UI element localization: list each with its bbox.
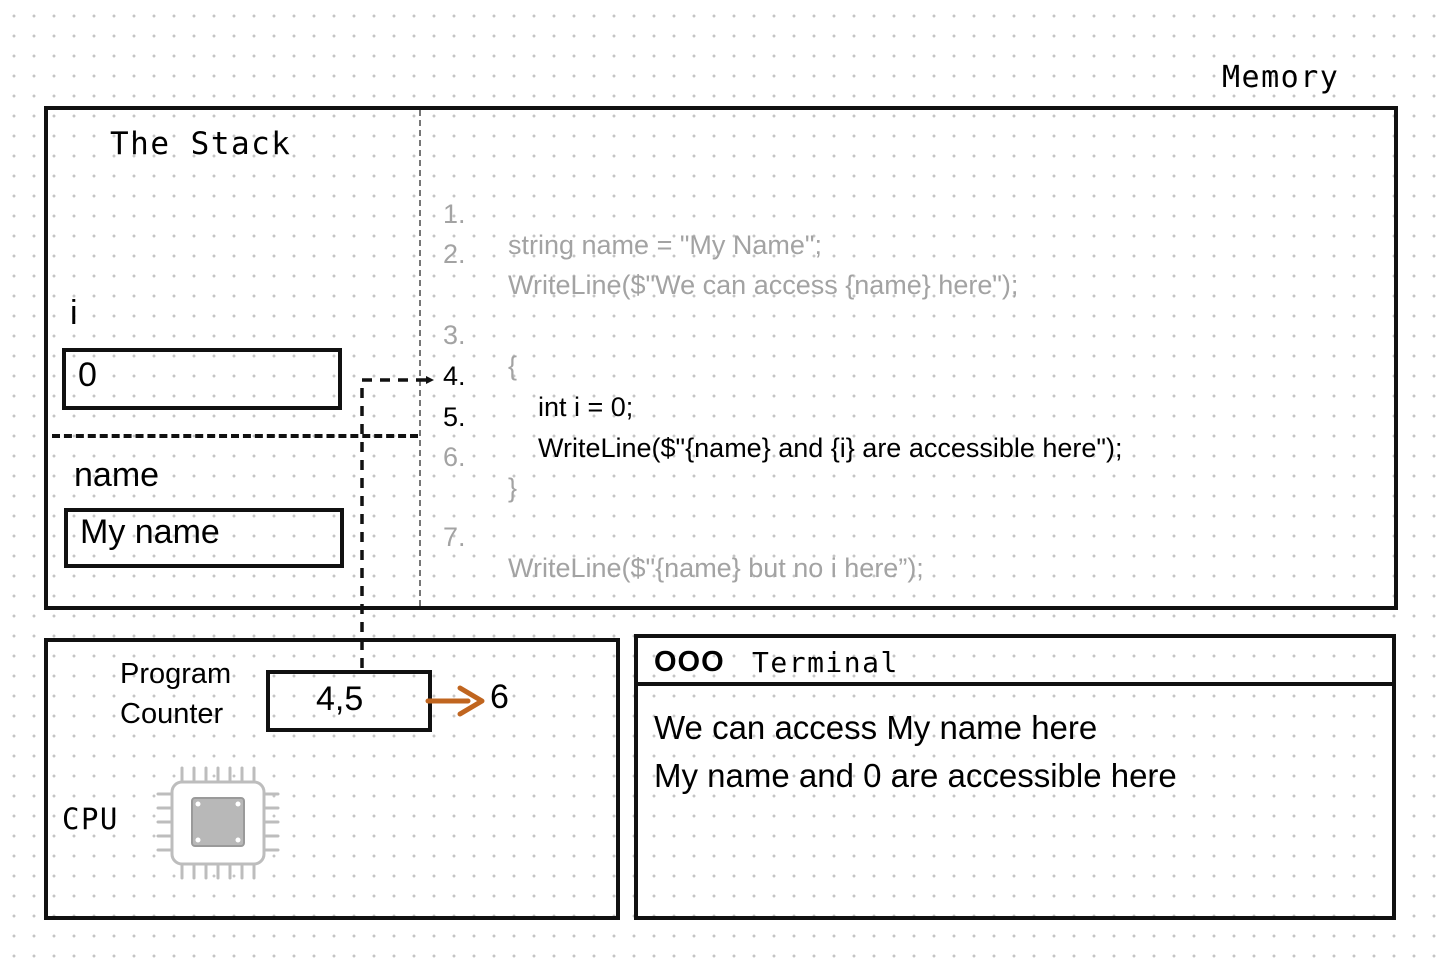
terminal-title-divider: [636, 682, 1394, 686]
code-text: WriteLine($"We can access {name} here");: [508, 270, 1019, 300]
program-counter-label-line-1: Program: [120, 658, 232, 690]
stack-frame-separator: [52, 434, 418, 438]
code-line-2: 2. WriteLine($"We can access {name} here…: [0, 208, 1018, 332]
terminal-title: Terminal: [752, 646, 899, 679]
variable-name-label: name: [74, 456, 160, 494]
code-line-7: 7. WriteLine($"{name} but no i here”);: [0, 491, 924, 615]
terminal-output-line: We can access My name here: [654, 709, 1098, 746]
variable-i-box: [62, 348, 342, 410]
cpu-chip-icon: [156, 766, 280, 880]
line-number: 7.: [443, 522, 466, 552]
variable-name-value: My name: [80, 513, 220, 551]
terminal-output: We can access My name here My name and 0…: [654, 704, 1177, 800]
line-number: 1.: [443, 199, 466, 229]
variable-name-box: [64, 508, 344, 568]
program-counter-label: Program Counter: [120, 654, 231, 734]
code-line-1: 1. string name = "My Name";: [0, 168, 822, 292]
next-instruction-arrow: [425, 685, 485, 717]
variable-i-value: 0: [78, 356, 97, 394]
code-line-6: 6. }: [0, 411, 517, 535]
code-text: }: [508, 473, 518, 503]
memory-label: Memory: [1222, 60, 1340, 95]
program-counter-value: 4,5: [316, 680, 364, 718]
line-number: 2.: [443, 239, 466, 269]
stack-divider: [419, 110, 421, 606]
code-text: int i = 0;: [538, 392, 634, 422]
terminal-output-line: My name and 0 are accessible here: [654, 757, 1177, 794]
memory-panel: [44, 106, 1398, 610]
code-text: WriteLine($"{name} and {i} are accessibl…: [538, 433, 1123, 463]
line-number: 3.: [443, 320, 466, 350]
line-number: 5.: [443, 402, 466, 432]
code-text: string name = "My Name";: [508, 230, 823, 260]
code-text: {: [508, 351, 518, 381]
cpu-label: CPU: [62, 802, 119, 836]
line-number: 4.: [443, 361, 466, 391]
program-counter-next-value: 6: [490, 678, 509, 716]
program-counter-label-line-2: Counter: [120, 698, 224, 730]
stack-label: The Stack: [110, 126, 292, 162]
variable-i-label: i: [70, 294, 78, 332]
line-number: 6.: [443, 442, 466, 472]
code-line-5: 5. WriteLine($"{name} and {i} are access…: [0, 371, 1123, 495]
window-buttons-icon[interactable]: OOO: [654, 646, 725, 678]
cpu-panel: [44, 638, 620, 920]
code-line-4: 4. int i = 0;: [0, 330, 633, 454]
terminal-panel: [634, 634, 1396, 920]
program-counter-pointer-arrow: [360, 376, 434, 668]
code-line-3: 3. {: [0, 289, 517, 413]
code-text: WriteLine($"{name} but no i here”);: [508, 553, 924, 583]
terminal-window-buttons: OOO: [654, 646, 725, 679]
